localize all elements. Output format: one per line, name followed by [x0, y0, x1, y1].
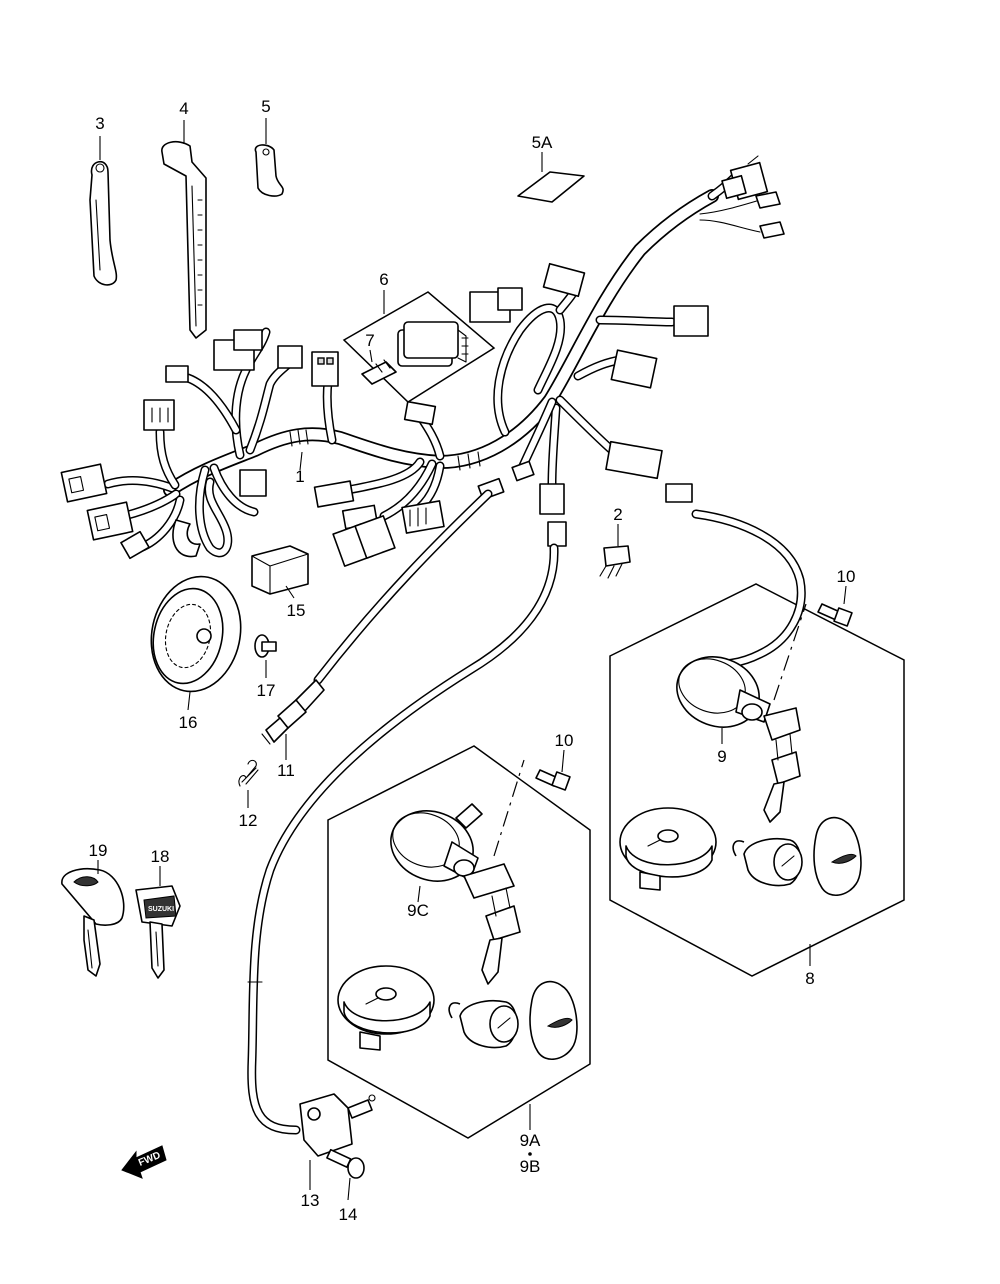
callout-9a: 9A	[520, 1131, 541, 1150]
part-12-spring: 12	[238, 759, 259, 830]
callout-10-right: 10	[837, 567, 856, 586]
part-16-horn: 16	[150, 575, 242, 732]
callout-13: 13	[301, 1191, 320, 1210]
part-13-rear-switch: 13	[299, 1093, 376, 1210]
callout-3: 3	[95, 114, 104, 133]
callout-16: 16	[179, 713, 198, 732]
callout-2: 2	[613, 505, 622, 524]
callout-8: 8	[805, 969, 814, 988]
callout-9b: 9B	[520, 1157, 541, 1176]
part-17-bolt: 17	[254, 634, 277, 700]
callout-6: 6	[379, 270, 388, 289]
callout-9: 9	[717, 747, 726, 766]
callout-5a: 5A	[532, 133, 553, 152]
callout-5: 5	[261, 97, 270, 116]
callout-15: 15	[287, 601, 306, 620]
part-4-cable-tie: 4	[161, 99, 207, 339]
part-11-switch: 11	[261, 489, 493, 780]
part-10-bolt-left: 10	[535, 731, 574, 791]
fwd-arrow-icon: FWD	[121, 1145, 167, 1179]
part-14-bolt: 14	[326, 1148, 365, 1224]
part-3-clamp: 3	[89, 114, 118, 286]
harness-connectors	[60, 155, 785, 567]
callout-9c: 9C	[407, 901, 429, 920]
part-5a-label: 5A	[517, 133, 585, 203]
callout-18: 18	[151, 847, 170, 866]
rear-switch-cable	[247, 543, 559, 1135]
part-10-bolt-right: 10	[817, 567, 856, 627]
part-18-key: SUZUKI 18	[135, 847, 181, 979]
part-8-lock-set: 8 9	[609, 509, 905, 988]
part-5-clip: 5	[254, 97, 284, 197]
callout-14: 14	[339, 1205, 358, 1224]
callout-11: 11	[277, 761, 295, 780]
callout-19: 19	[89, 841, 108, 860]
callout-10-left: 10	[555, 731, 574, 750]
part-2-terminal: 2	[599, 505, 631, 579]
callout-7: 7	[365, 331, 374, 350]
part-19-key: 19	[61, 841, 125, 977]
part-15-relay: 15	[251, 545, 309, 620]
callout-4: 4	[179, 99, 188, 118]
callout-1: 1	[295, 467, 304, 486]
callout-12: 12	[239, 811, 258, 830]
part-9a-9b-lock-set: 9A 9B 9C	[327, 745, 591, 1176]
part-7-fuse: 7	[361, 331, 397, 385]
key-tag-text: SUZUKI	[148, 906, 174, 913]
callout-17: 17	[257, 681, 276, 700]
